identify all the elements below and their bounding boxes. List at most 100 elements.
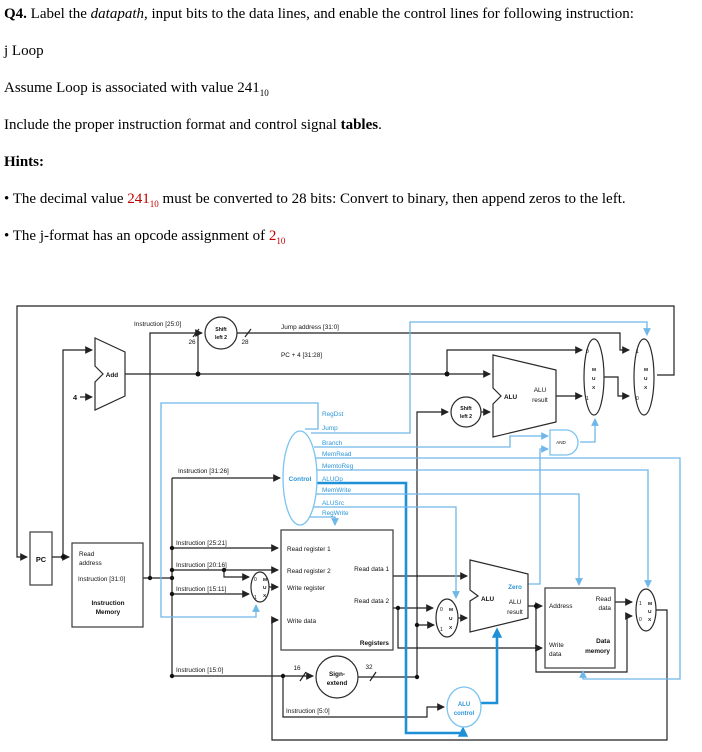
dm-write-data-port-2: data [549, 651, 562, 658]
imem-address-label: address [79, 560, 102, 567]
main-alu [469, 559, 529, 633]
junction-dot [221, 567, 227, 573]
junction-dot [169, 545, 175, 551]
main-alu-result-1: ALU [509, 599, 522, 606]
branch-shift-label-2: left 2 [460, 414, 472, 420]
imem-instruction-out-label: Instruction [31:0] [78, 576, 125, 583]
question-number: Q4. [4, 6, 27, 22]
wire-to-regdst-mux-0 [223, 570, 250, 581]
zero-output-label: Zero [508, 584, 522, 591]
instruction-line: j Loop [4, 43, 44, 59]
junction-dot [169, 567, 175, 573]
label-16-bits: 16 [293, 665, 301, 672]
mux-u: U [648, 609, 652, 615]
sign-extend-label-1: Sign- [329, 671, 345, 678]
assume-line: Assume Loop is associated with value 241… [4, 80, 269, 98]
mux-port-1: 1 [586, 396, 589, 402]
branch-alu [492, 354, 557, 438]
pc-label: PC [36, 555, 47, 564]
signal-memread: MemRead [322, 451, 352, 458]
junction-dot [169, 591, 175, 597]
mux-x: X [263, 593, 267, 599]
read-data-1-port: Read data 1 [354, 566, 389, 573]
label-28-bits: 28 [241, 339, 249, 346]
and-gate-label: AND [556, 440, 566, 445]
signal-regwrite: RegWrite [322, 510, 349, 517]
data-memory-box [544, 587, 616, 669]
junction-dot [444, 371, 450, 377]
label-instr-15-0: Instruction [15:0] [176, 667, 223, 674]
signal-jump: Jump [322, 425, 338, 432]
mux-x: X [592, 385, 596, 391]
sign-extend-label-2: extend [327, 680, 348, 687]
wire-pc-feedback [16, 305, 675, 561]
memtoreg-mux: 1 0 M U X [635, 588, 657, 632]
imem-name-2: Memory [96, 609, 121, 616]
jump-mux: 1 0 M U X [633, 338, 655, 416]
mux-u: U [449, 616, 453, 622]
branch-alu-result-1: ALU [534, 387, 547, 394]
add-label: Add [106, 372, 119, 379]
branch-alu-result-2: result [532, 397, 548, 404]
wire-writeback [271, 609, 668, 741]
read-register-2-port: Read register 2 [287, 568, 331, 575]
mux-x: X [644, 385, 648, 391]
branch-mux: 0 1 M U X [583, 338, 605, 416]
junction-dot [169, 673, 175, 679]
datapath-italic: datapath [90, 6, 144, 22]
signal-aluop: ALUOp [322, 476, 343, 483]
wire-jump-address [237, 332, 630, 354]
signal-memtoreg: MemtoReg [322, 463, 354, 470]
wire-regdst [160, 402, 319, 618]
junction-dot [533, 603, 539, 609]
read-register-1-port: Read register 1 [287, 546, 331, 553]
pc-box [29, 531, 53, 586]
mux-port-0: 0 [639, 617, 642, 623]
wire-memtoreg [317, 469, 652, 588]
mux-port-1: 1 [639, 601, 642, 607]
branch-shift-left-2 [450, 396, 482, 428]
mux-u: U [644, 376, 648, 382]
alu-control-label-2: control [454, 711, 475, 717]
junction-dot [169, 575, 175, 581]
junction-dot [414, 622, 420, 628]
hint1-red-value: 24110 [127, 191, 159, 209]
alusrc-mux: 0 1 M U X [435, 598, 459, 638]
branch-shift-label-1: Shift [460, 406, 472, 412]
signal-regdst: RegDst [322, 411, 344, 418]
label-instr-15-11: Instruction [15:11] [176, 586, 227, 593]
wire-branch-mux-out [603, 376, 630, 400]
label-26-bits: 26 [188, 339, 196, 346]
hints-heading: Hints: [4, 154, 45, 170]
mux-x: X [449, 625, 453, 631]
read-data-2-port: Read data 2 [354, 598, 389, 605]
mux-port-1: 1 [440, 627, 443, 633]
instruction-memory-box [71, 542, 144, 628]
wire-instr-5-0 [282, 676, 445, 718]
label-instr-25-21: Instruction [25:21] [176, 540, 227, 547]
mux-port-1: 1 [254, 595, 257, 601]
main-alu-result-2: result [507, 609, 523, 616]
dm-read-data-port-1: Read [596, 596, 612, 603]
alu-control-label-1: ALU [458, 702, 470, 708]
write-data-port: Write data [287, 618, 316, 625]
dm-write-data-port-1: Write [549, 642, 564, 649]
wire-memwrite [316, 493, 583, 586]
wire-jump [311, 321, 651, 434]
label-instr-20-16: Instruction [20:16] [176, 562, 227, 569]
dm-name-1: Data [596, 638, 610, 645]
jump-shift-label-1: Shift [215, 327, 227, 333]
signal-branch: Branch [322, 440, 343, 447]
main-alu-label: ALU [481, 596, 495, 603]
wire-branch [314, 432, 549, 448]
mux-m: M [263, 577, 267, 583]
label-instr-31-26: Instruction [31:26] [178, 468, 229, 475]
hint2-red-value: 210 [268, 228, 286, 246]
datapath-diagram: PC Read address Instruction [31:0] Instr… [16, 305, 681, 741]
alu-control-unit [446, 686, 482, 728]
label-jump-address: Jump address [31:0] [281, 324, 339, 331]
label-instr-25-0: Instruction [25:0] [134, 321, 181, 328]
mux-port-0: 0 [636, 396, 639, 402]
sign-extend-unit [315, 655, 359, 699]
junction-dot [195, 371, 201, 377]
